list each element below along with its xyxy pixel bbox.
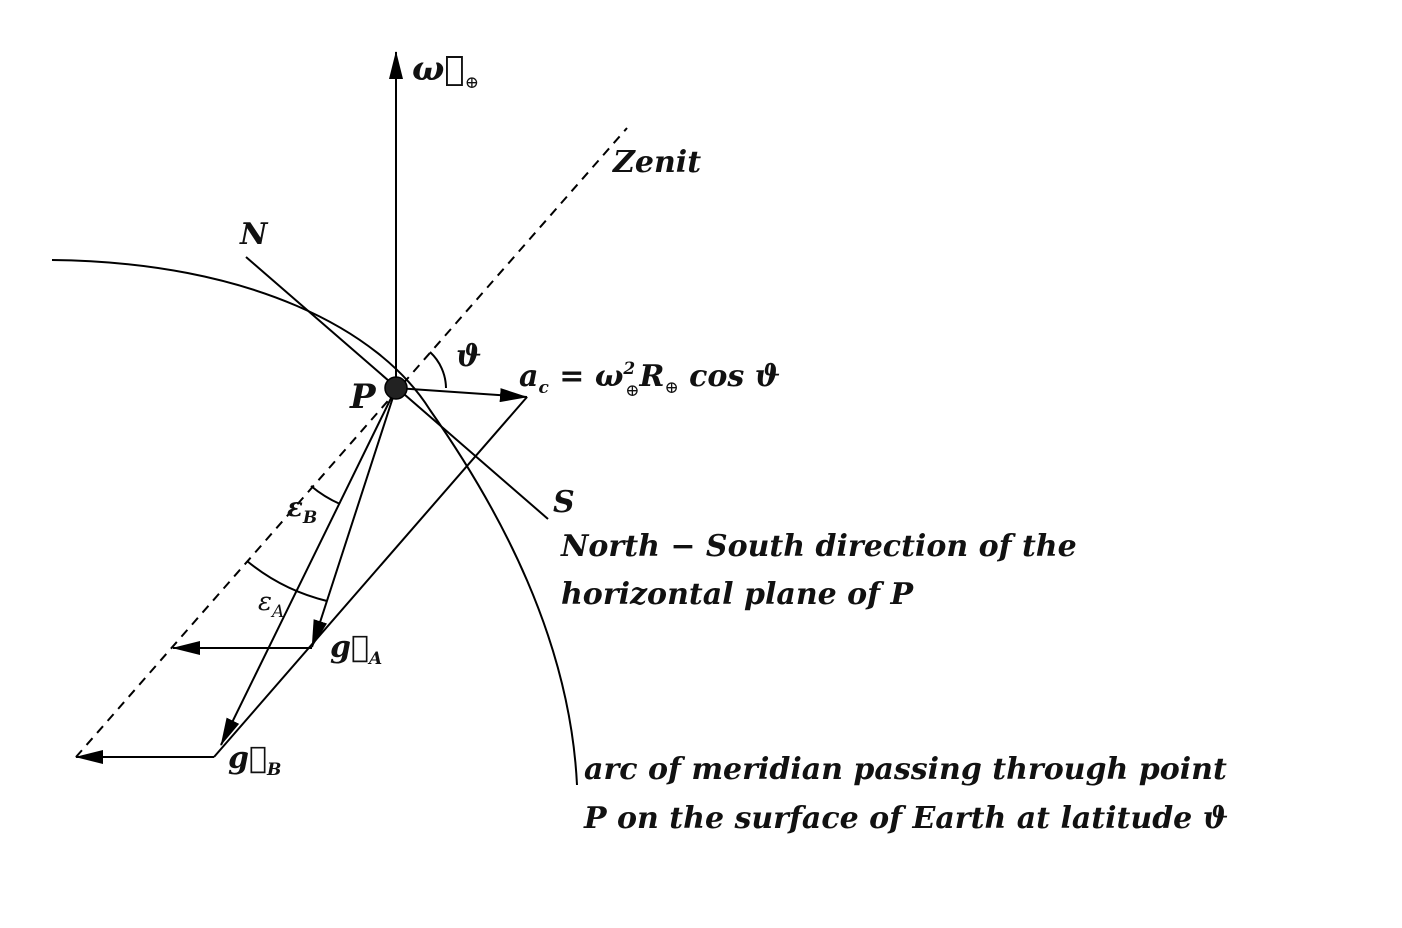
point-p-label: P: [349, 377, 377, 417]
zenit-dashed-line: [75, 127, 628, 758]
epsilon-b-arc: [310, 485, 341, 505]
north-label: N: [239, 217, 269, 252]
g-b-vector: [220, 387, 397, 746]
point-p-dot: [384, 376, 408, 400]
theta-angle-arc: [429, 351, 447, 389]
zenit-label: Zenit: [612, 145, 701, 180]
ns-direction-line2: horizontal plane of P: [561, 577, 915, 612]
epsilon-a-label: εA: [258, 587, 284, 622]
g-a-vector: [311, 387, 397, 648]
g-b-label: g⃗B: [228, 741, 281, 780]
theta-label: ϑ: [456, 339, 481, 374]
g-a-label: g⃗A: [330, 630, 382, 669]
ns-direction-line1: North − South direction of the: [560, 529, 1077, 564]
construction-line-long: [213, 396, 528, 758]
epsilon-a-arc: [246, 560, 328, 602]
arc-caption-line1: arc of meridian passing through point: [584, 752, 1227, 787]
epsilon-b-label: εB: [287, 493, 317, 528]
omega-label: ω⃗⊕: [412, 49, 479, 93]
meridian-arc: [51, 259, 578, 786]
centripetal-formula: ac = ω2⊕R⊕ cos ϑ: [519, 359, 780, 401]
arc-caption-line2: P on the surface of Earth at latitude ϑ: [583, 801, 1228, 836]
south-label: S: [553, 485, 575, 520]
centripetal-arrow: [395, 387, 528, 403]
